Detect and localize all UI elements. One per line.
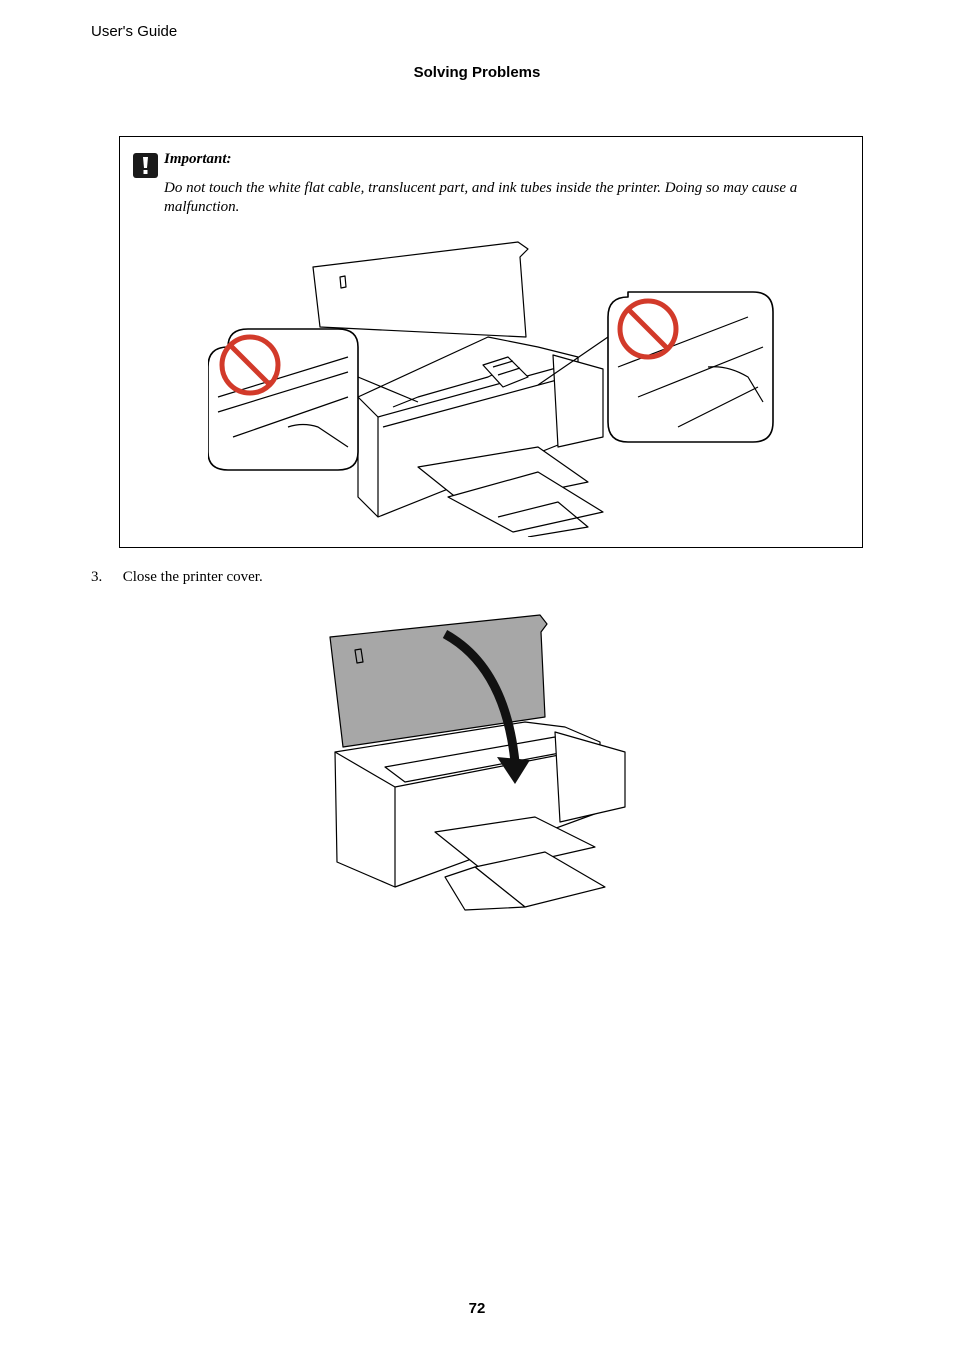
running-header-section: Solving Problems — [413, 64, 541, 81]
close-direction-arrow — [442, 630, 530, 784]
prohibit-icon-left — [219, 334, 281, 396]
prohibit-icon-right — [617, 298, 679, 360]
step-number: 3. — [91, 569, 103, 585]
step-item: 3. Close the printer cover. — [91, 569, 263, 586]
close-cover-illustration — [329, 614, 626, 911]
important-body: Do not touch the white flat cable, trans… — [164, 180, 798, 215]
running-header-guide: User's Guide — [91, 23, 178, 40]
step-text: Close the printer cover. — [122, 569, 263, 585]
printer-inside-illustration — [208, 241, 774, 537]
exclamation-icon — [133, 153, 158, 178]
important-title: Important: — [164, 151, 232, 167]
page-number: 72 — [468, 1300, 486, 1317]
important-notice-box: Important: Do not touch the white flat c… — [119, 136, 863, 548]
